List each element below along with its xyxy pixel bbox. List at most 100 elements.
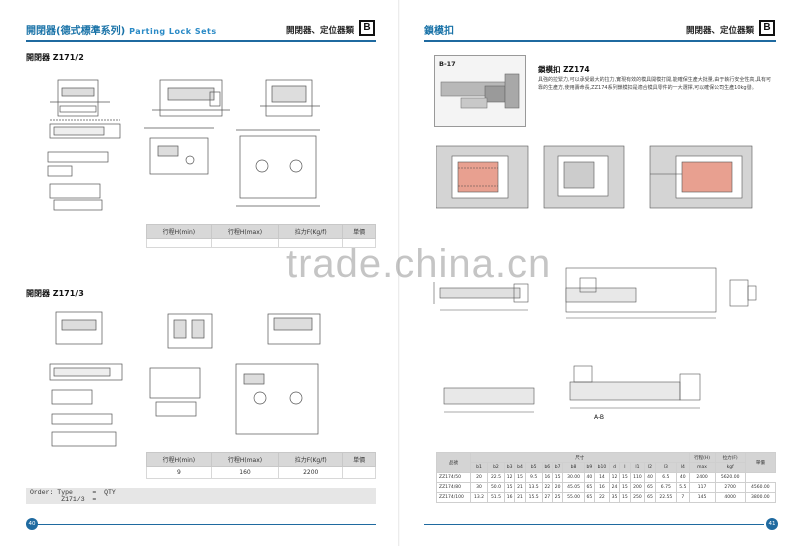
table-cell: 30.00 <box>562 472 585 483</box>
table-cell-price: 4560.00 <box>744 482 777 493</box>
table-cell: 20 <box>470 472 488 483</box>
table-cell: 5.5 <box>676 482 690 493</box>
table-cell-force: 4000 <box>714 492 746 503</box>
table-cell: 24 <box>608 482 621 493</box>
table-cell: 15 <box>551 472 564 483</box>
table-cell: 25 <box>551 492 564 503</box>
table-cell: 250 <box>629 492 646 503</box>
zz174-mold-views <box>436 138 776 220</box>
table-subheader: b9 <box>583 462 596 473</box>
zz174-spec-table: 品號 尺寸 行程(H) 拉力(F) 單價 b1 b2 b3 b4 b5 b6 b… <box>436 452 777 503</box>
table-cell: 16 <box>503 492 516 503</box>
z171-3-views <box>40 302 340 452</box>
table-subheader: d <box>608 462 621 473</box>
table-subheader: max <box>688 462 716 473</box>
table-row: 9 160 2200 <box>146 466 376 479</box>
table-cell: 9.5 <box>524 472 543 483</box>
table-cell: 35 <box>608 492 621 503</box>
table-header: 単價 <box>342 452 376 467</box>
z171-2-top-views <box>40 66 340 226</box>
table-subheader: b10 <box>594 462 610 473</box>
table-cell: 15 <box>619 472 631 483</box>
col-price-header: 單價 <box>744 452 777 473</box>
table-cell: 21 <box>514 492 526 503</box>
table-subheader: l <box>619 462 631 473</box>
table-cell: 110 <box>629 472 646 483</box>
table-row <box>146 238 376 248</box>
table-cell: 200 <box>629 482 646 493</box>
z171-2-spec-table: 行程H(min) 行程H(max) 拉力F(Kg/f) 単價 <box>146 224 376 248</box>
table-subheader: b5 <box>524 462 543 473</box>
table-header-row: 行程H(min) 行程H(max) 拉力F(Kg/f) 単價 <box>146 224 376 239</box>
table-cell: 55.00 <box>562 492 585 503</box>
table-cell: 13.5 <box>524 482 543 493</box>
right-header-rule <box>424 40 776 42</box>
table-cell: 51.5 <box>486 492 505 503</box>
right-section-badge: B <box>759 20 775 36</box>
left-header-rule <box>26 40 376 42</box>
table-cell: 20 <box>551 482 564 493</box>
table-cell: 15 <box>503 482 516 493</box>
product-description: 具強的拉緊力,可以承受最大的拉力,實現有效的模具開模打開,能確保生產大批量,由于… <box>538 77 771 91</box>
order-line-2: Z171/3 = <box>30 496 97 503</box>
left-header-title-text: 開閉器(德式標準系列) <box>26 26 126 37</box>
table-cell: 65 <box>644 492 656 503</box>
table-header: 拉力F(Kg/f) <box>278 224 344 239</box>
table-cell: 21 <box>514 482 526 493</box>
table-cell: 14 <box>594 472 610 483</box>
table-cell: 2200 <box>278 466 344 479</box>
table-cell: 22 <box>594 492 610 503</box>
section1-title: 開閉器 Z171/2 <box>26 53 84 62</box>
table-cell: 12 <box>608 472 621 483</box>
table-cell-code: ZZ174/80 <box>436 482 471 493</box>
table-cell <box>278 238 344 248</box>
left-page-number: 40 <box>26 518 38 530</box>
table-cell: 15 <box>619 482 631 493</box>
z171-3-spec-table: 行程H(min) 行程H(max) 拉力F(Kg/f) 単價 9 160 220… <box>146 452 376 479</box>
zz174-dimension-drawings <box>430 262 770 422</box>
table-header: 拉力F(Kg/f) <box>278 452 344 467</box>
table-cell: 40 <box>583 472 596 483</box>
b17-part-photo <box>440 73 520 109</box>
table-cell: 65 <box>583 482 596 493</box>
section-ab-label: A-B <box>594 414 605 421</box>
table-cell: 145 <box>688 492 716 503</box>
table-cell-price: 5620.00 <box>714 472 746 483</box>
order-line-1: Order: Type = QTY <box>30 489 116 496</box>
left-header-title: 開閉器(德式標準系列)Parting Lock Sets <box>26 22 217 38</box>
left-section-badge: B <box>359 20 375 36</box>
product-title: 鎖模扣 ZZ174 <box>538 65 590 74</box>
table-cell: 9 <box>146 466 212 479</box>
table-subheader: b8 <box>562 462 585 473</box>
table-cell: 15 <box>514 472 526 483</box>
table-cell: 40 <box>644 472 656 483</box>
table-cell <box>342 238 376 248</box>
table-cell: 12 <box>503 472 516 483</box>
table-cell: 6.5 <box>654 472 678 483</box>
table-header: 行程H(max) <box>210 452 280 467</box>
table-subheader: l1 <box>629 462 646 473</box>
table-subheader: b4 <box>514 462 526 473</box>
left-header-sub: Parting Lock Sets <box>129 27 217 36</box>
table-subheader: l3 <box>654 462 678 473</box>
table-subheader: kgf <box>714 462 746 473</box>
table-subheader: l2 <box>644 462 656 473</box>
table-cell: 15 <box>619 492 631 503</box>
watermark-text: trade.china.cn <box>286 242 552 286</box>
table-cell: 27 <box>541 492 554 503</box>
table-subheader: b2 <box>486 462 505 473</box>
table-subheader: l4 <box>676 462 690 473</box>
table-cell: 65 <box>644 482 656 493</box>
table-header: 行程H(min) <box>146 224 212 239</box>
table-cell: 45.05 <box>562 482 585 493</box>
b17-label: B-17 <box>439 60 456 68</box>
right-header-category: 開閉器、定位器類 <box>686 26 755 36</box>
table-header-row: 行程H(min) 行程H(max) 拉力F(Kg/f) 単價 <box>146 452 376 467</box>
table-cell: 22.55 <box>654 492 678 503</box>
table-header: 行程H(max) <box>210 224 280 239</box>
table-cell: 117 <box>688 482 716 493</box>
col-code-header: 品號 <box>436 452 471 473</box>
right-page-number: 41 <box>766 518 778 530</box>
table-cell: 16 <box>594 482 610 493</box>
